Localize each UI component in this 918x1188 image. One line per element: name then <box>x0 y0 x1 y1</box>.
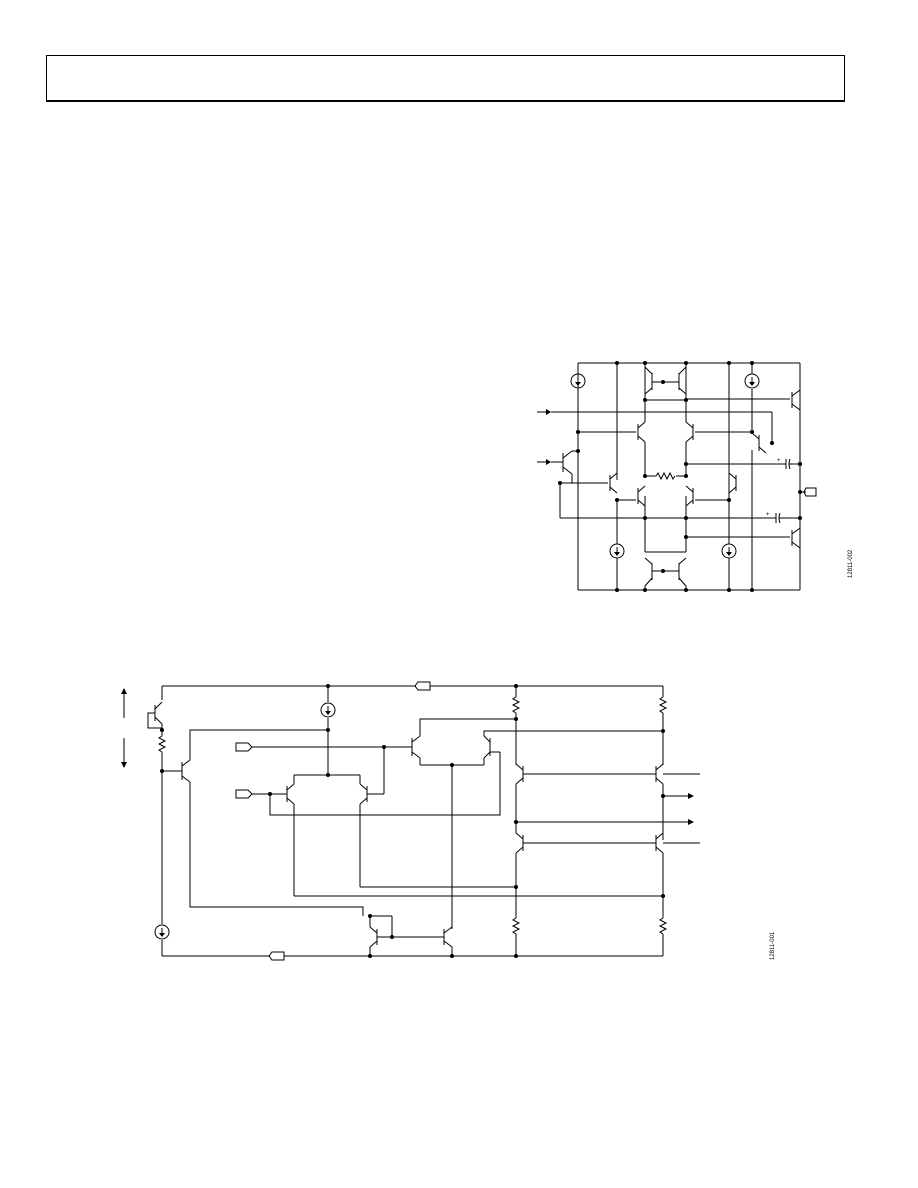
supply-arrows <box>121 688 127 768</box>
differential-pair-upper <box>404 719 663 929</box>
input-transistor-left <box>560 451 772 518</box>
internal-wires <box>578 363 806 590</box>
top-rail <box>162 682 663 700</box>
input-pins <box>236 743 404 798</box>
inner-transistors <box>610 422 766 506</box>
current-source-middle <box>321 686 335 777</box>
bottom-current-mirror <box>368 914 452 956</box>
current-source-top-left <box>571 363 585 388</box>
current-source-bottom-right <box>722 544 736 590</box>
compensation-capacitors: + + <box>766 458 800 523</box>
differential-pair-lower <box>270 747 663 896</box>
top-current-mirror <box>645 367 686 394</box>
bottom-current-mirror <box>645 558 686 590</box>
page-header-box <box>46 55 845 102</box>
right-output-stage <box>513 686 700 956</box>
left-bias-chain <box>148 702 169 956</box>
output-pin <box>804 488 816 496</box>
figure-code-input-stage: 12811-001 <box>770 931 776 960</box>
input-arrows <box>537 409 772 465</box>
left-transistor <box>162 730 363 916</box>
svg-text:+: + <box>777 458 781 464</box>
svg-text:+: + <box>766 512 770 518</box>
bottom-rail <box>162 952 663 960</box>
output-transistors <box>792 390 800 548</box>
junction-dots-top <box>558 361 802 592</box>
